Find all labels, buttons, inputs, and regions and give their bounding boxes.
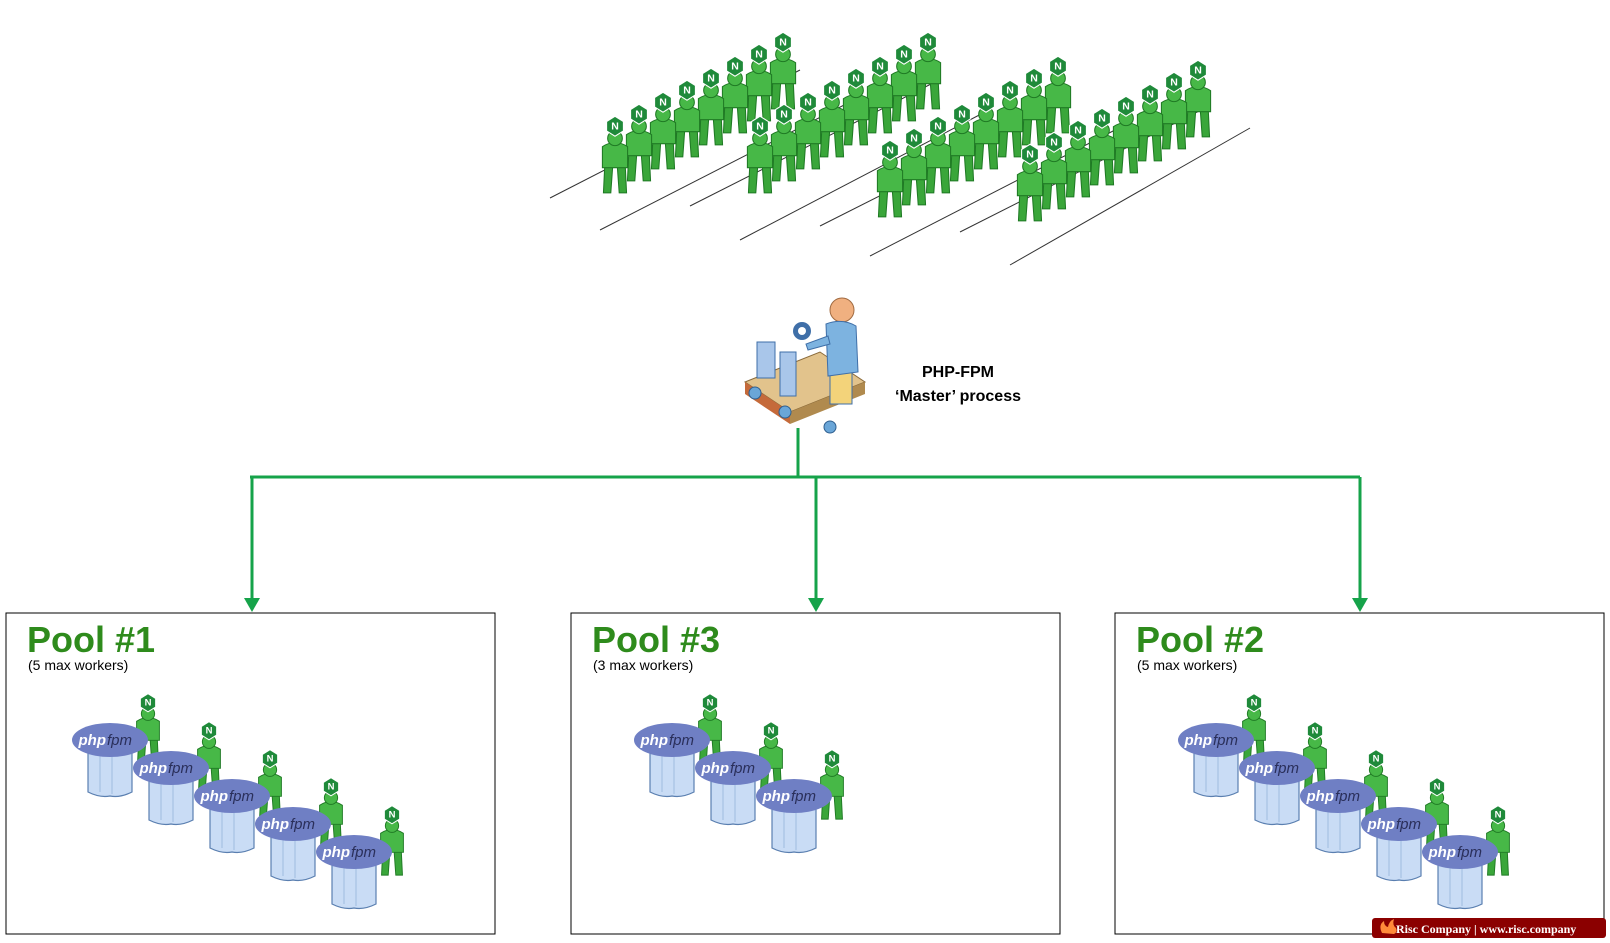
- nginx-worker-icon: [601, 115, 629, 194]
- nginx-worker-icon: [746, 115, 774, 194]
- pool-subtitle: (5 max workers): [28, 657, 128, 673]
- nginx-worker-icon: [649, 91, 677, 170]
- master-label-line2: ‘Master’ process: [895, 388, 1021, 405]
- watermark: Risc Company | www.risc.company: [1372, 918, 1606, 938]
- nginx-worker-icon: [721, 55, 749, 134]
- connector-lines: [250, 428, 1362, 600]
- master-label-line1: PHP-FPM: [922, 364, 994, 381]
- nginx-worker-icon: [697, 67, 725, 146]
- nginx-worker-icon: [818, 79, 846, 158]
- nginx-worker-icon: [842, 67, 870, 146]
- nginx-worker-icon: [1044, 55, 1072, 134]
- nginx-worker-icon: [948, 103, 976, 182]
- watermark-text: Risc Company | www.risc.company: [1396, 922, 1576, 936]
- pool-subtitle: (3 max workers): [593, 657, 693, 673]
- nginx-worker-icon: [1040, 131, 1068, 210]
- master-process-icon: [743, 297, 867, 434]
- nginx-worker-icon: [996, 79, 1024, 158]
- pool-title: Pool #3: [592, 619, 720, 660]
- nginx-worker-icon: [1020, 67, 1048, 146]
- nginx-worker-icon: [914, 31, 942, 110]
- pool-title: Pool #2: [1136, 619, 1264, 660]
- nginx-worker-icon: [1112, 95, 1140, 174]
- nginx-worker-icon: [1016, 143, 1044, 222]
- pool-box-2: Pool #2 (5 max workers): [1114, 612, 1605, 935]
- pool-box-3: Pool #3 (3 max workers): [570, 612, 1061, 935]
- nginx-worker-icon: [876, 139, 904, 218]
- nginx-worker-icon: [924, 115, 952, 194]
- nginx-worker-icon: [900, 127, 928, 206]
- nginx-worker-icon: [972, 91, 1000, 170]
- nginx-worker-icon: [1064, 119, 1092, 198]
- nginx-worker-icon: [1136, 83, 1164, 162]
- pool-box-1: Pool #1 (5 max workers): [5, 612, 496, 935]
- nginx-worker-icon: [625, 103, 653, 182]
- nginx-worker-icon: [673, 79, 701, 158]
- nginx-worker-icon: [1184, 59, 1212, 138]
- nginx-worker-icon: [770, 103, 798, 182]
- nginx-worker-crowd: [601, 31, 1212, 222]
- nginx-worker-icon: [794, 91, 822, 170]
- nginx-worker-icon: [890, 43, 918, 122]
- nginx-worker-icon: [769, 31, 797, 110]
- nginx-worker-icon: [866, 55, 894, 134]
- pool-subtitle: (5 max workers): [1137, 657, 1237, 673]
- pool-title: Pool #1: [27, 619, 155, 660]
- nginx-worker-icon: [1088, 107, 1116, 186]
- connector-arrowheads: [244, 598, 1368, 612]
- nginx-worker-icon: [1160, 71, 1188, 150]
- nginx-worker-icon: [745, 43, 773, 122]
